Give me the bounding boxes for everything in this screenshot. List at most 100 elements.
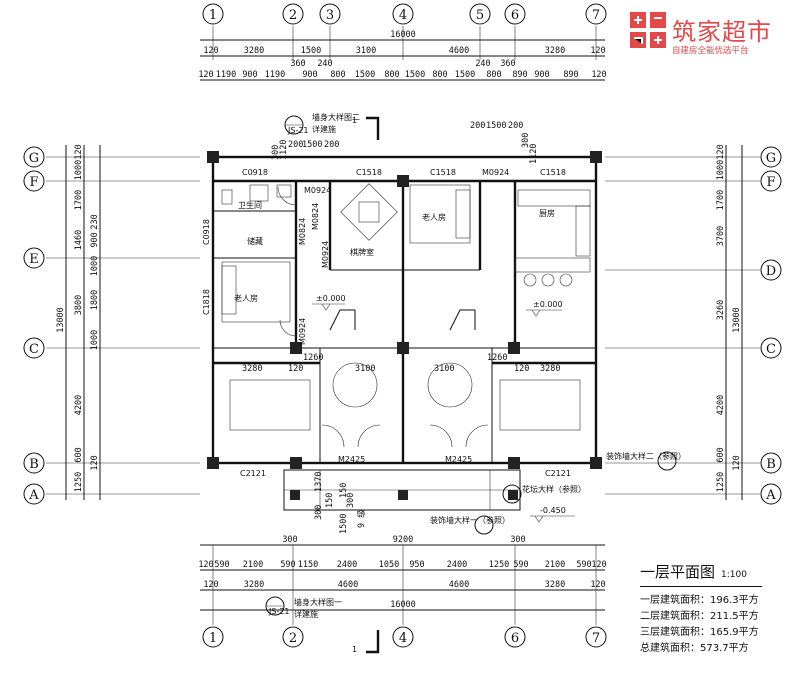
svg-text:C1518: C1518 xyxy=(540,168,566,177)
svg-text:装饰墙大样一（参照）: 装饰墙大样一（参照） xyxy=(430,515,510,525)
svg-text:M2425: M2425 xyxy=(338,455,365,464)
doors xyxy=(277,186,489,448)
svg-text:200: 200 xyxy=(508,121,523,131)
svg-text:3260: 3260 xyxy=(716,300,726,320)
axis-top-2: 2 xyxy=(289,8,297,23)
dim-top1-3: 3100 xyxy=(356,46,376,56)
axis-left-G: G xyxy=(29,151,39,166)
svg-text:1000: 1000 xyxy=(90,330,100,350)
svg-text:M0824: M0824 xyxy=(311,203,320,230)
room-storage: 储藏 xyxy=(247,236,263,246)
axis-bottom-7: 7 xyxy=(592,631,600,646)
dim-top2-1: 1190 xyxy=(216,70,236,80)
svg-text:M0924: M0924 xyxy=(304,186,331,195)
svg-text:120: 120 xyxy=(590,580,605,590)
svg-text:3100: 3100 xyxy=(434,364,454,374)
svg-text:3280: 3280 xyxy=(540,364,560,374)
room-kitchen: 厨房 xyxy=(539,208,555,218)
axis-right-A: A xyxy=(765,488,776,503)
svg-text:花坛大样（参照）: 花坛大样（参照） xyxy=(522,484,586,494)
furniture xyxy=(221,183,591,431)
svg-text:230: 230 xyxy=(90,214,100,229)
svg-text:3800: 3800 xyxy=(74,295,84,315)
svg-text:C2121: C2121 xyxy=(240,469,266,478)
room-elder-left: 老人房 xyxy=(234,293,258,303)
svg-text:120: 120 xyxy=(74,144,84,159)
level-floor-right: ±0.000 xyxy=(533,300,563,309)
svg-text:200: 200 xyxy=(324,140,339,150)
legend-title: 一层平面图 xyxy=(640,563,716,581)
dim-top2-8: 1500 xyxy=(405,70,425,80)
dim-top-total: 16000 xyxy=(390,30,416,40)
svg-text:200: 200 xyxy=(470,121,485,131)
svg-text:1: 1 xyxy=(352,116,357,125)
svg-text:300: 300 xyxy=(346,493,356,508)
svg-text:9 级: 9 级 xyxy=(356,509,367,528)
svg-text:墙身大样图一: 墙身大样图一 xyxy=(294,597,342,607)
svg-text:300: 300 xyxy=(271,145,281,160)
svg-text:JS-21: JS-21 xyxy=(268,607,290,616)
area-second-floor: 二层建筑面积：211.5平方 xyxy=(640,611,759,622)
bottom-dimensions: 9200 300 300 120 590 2100 590 1150 2400 … xyxy=(198,535,607,625)
svg-text:120: 120 xyxy=(203,580,218,590)
svg-text:C1818: C1818 xyxy=(202,289,211,315)
svg-text:1260: 1260 xyxy=(487,353,507,363)
axis-bottom-2: 2 xyxy=(289,631,297,646)
svg-text:C0918: C0918 xyxy=(202,219,211,245)
dim-top2-11: 800 xyxy=(486,70,501,80)
svg-text:2100: 2100 xyxy=(545,560,565,570)
legend-scale: 1:100 xyxy=(721,570,747,580)
dim-topmid-1: 240 xyxy=(317,59,332,69)
axis-top-5: 5 xyxy=(476,8,484,23)
room-labels: 卫生间 储藏 老人房 棋牌室 老人房 厨房 xyxy=(234,200,555,303)
svg-text:1050: 1050 xyxy=(379,560,399,570)
svg-text:600: 600 xyxy=(716,447,726,462)
svg-text:1460: 1460 xyxy=(74,230,84,250)
dim-top2-5: 800 xyxy=(330,70,345,80)
svg-text:120: 120 xyxy=(198,560,213,570)
svg-text:4200: 4200 xyxy=(716,395,726,415)
dim-top1-1: 3280 xyxy=(244,46,264,56)
brand-mark-icon xyxy=(630,12,666,48)
axis-bottom-4: 4 xyxy=(399,631,407,646)
dim-top1-6: 120 xyxy=(590,46,605,56)
dim-top2-12: 890 xyxy=(512,70,527,80)
dim-topmid-3: 360 xyxy=(500,59,515,69)
svg-text:C1518: C1518 xyxy=(356,168,382,177)
axis-left-C: C xyxy=(29,342,39,357)
svg-text:M2425: M2425 xyxy=(445,455,472,464)
axis-left-E: E xyxy=(29,252,39,267)
svg-text:M0924: M0924 xyxy=(298,318,307,345)
inner-dims: 200 1500 200 200 1500 200 300 1120 300 1… xyxy=(242,121,560,534)
dim-top2-9: 800 xyxy=(432,70,447,80)
room-bathroom: 卫生间 xyxy=(238,200,262,210)
axis-left-B: B xyxy=(29,457,39,472)
svg-text:墙身大样图二: 墙身大样图二 xyxy=(312,112,360,122)
axis-right-D: D xyxy=(766,264,776,279)
area-first-floor: 一层建筑面积：196.3平方 xyxy=(640,595,759,606)
svg-text:900: 900 xyxy=(90,232,100,247)
left-axis-markers: G F E C B A 13000 120 1000 1700 230 1460… xyxy=(23,144,200,505)
legend-divider xyxy=(640,586,762,587)
svg-text:950: 950 xyxy=(409,560,424,570)
dim-top2-4: 900 xyxy=(302,70,317,80)
svg-text:4600: 4600 xyxy=(338,580,358,590)
svg-text:1370: 1370 xyxy=(314,472,324,492)
svg-text:M0924: M0924 xyxy=(482,168,509,177)
svg-text:1: 1 xyxy=(352,645,357,654)
svg-text:M0824: M0824 xyxy=(298,218,307,245)
svg-text:JS-21: JS-21 xyxy=(287,126,309,135)
dim-left-total: 13000 xyxy=(56,307,66,333)
svg-text:1000: 1000 xyxy=(74,160,84,180)
svg-text:590: 590 xyxy=(214,560,229,570)
axis-left-A: A xyxy=(28,488,39,503)
dim-top2-2: 900 xyxy=(242,70,257,80)
dim-top2-3: 1190 xyxy=(265,70,285,80)
axis-right-B: B xyxy=(766,457,776,472)
svg-text:2400: 2400 xyxy=(447,560,467,570)
dim-top1-2: 1500 xyxy=(301,46,321,56)
svg-text:590: 590 xyxy=(513,560,528,570)
svg-text:4200: 4200 xyxy=(74,395,84,415)
area-third-floor: 三层建筑面积：165.9平方 xyxy=(640,627,759,638)
svg-text:1500: 1500 xyxy=(339,514,349,534)
